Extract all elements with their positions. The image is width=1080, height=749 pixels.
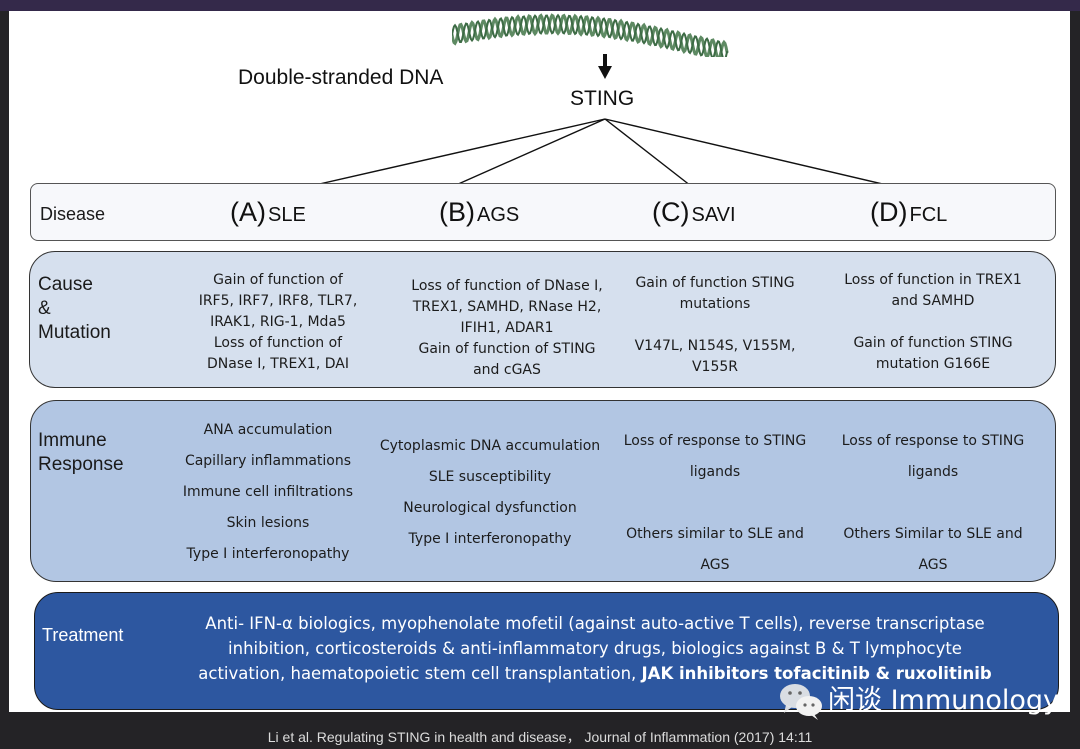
cell-line: TREX1, SAMHD, RNase H2, [412, 299, 602, 315]
cell-line: Neurological dysfunction [403, 500, 577, 516]
disease-fcl: (D)FCL [870, 197, 947, 228]
cell-line: Gain of function STING [853, 335, 1013, 351]
disease-ags: (B)AGS [439, 197, 519, 228]
treatment-text: Anti- IFN-α biologics, myophenolate mofe… [170, 611, 1020, 686]
cell-line: Type I interferonopathy [408, 531, 572, 547]
label-line: & [38, 298, 51, 319]
cell-line: Loss of response to STING [623, 433, 807, 449]
disease-row-label: Disease [40, 204, 106, 224]
cell-line: IFIH1, ADAR1 [460, 320, 554, 336]
treatment-line: activation, haematopoietic stem cell tra… [170, 661, 1020, 686]
cell-line [605, 315, 825, 336]
cell-line: Cytoplasmic DNA accumulation [379, 438, 601, 454]
dna-strand [452, 13, 728, 57]
disease-name: AGS [477, 204, 520, 226]
cell-line: Others similar to SLE and [626, 526, 804, 542]
sting-label: STING [570, 87, 635, 110]
disease-letter: (C) [652, 197, 690, 227]
cell-line: Type I interferonopathy [186, 546, 350, 562]
treatment-line: inhibition, corticosteroids & anti-infla… [228, 639, 962, 658]
label-line: Mutation [38, 322, 111, 343]
treatment-row [34, 592, 1059, 710]
cell-line: ligands [689, 464, 741, 480]
disease-savi: (C)SAVI [652, 197, 736, 228]
cell-line: V155R [691, 359, 739, 375]
cell-line: and cGAS [473, 362, 541, 378]
immune-cell-savi: Loss of response to STING ligands Others… [605, 426, 825, 581]
immune-cell-ags: Cytoplasmic DNA accumulation SLE suscept… [370, 431, 610, 555]
disease-name: SAVI [691, 204, 736, 226]
cell-line: Loss of function in TREX1 [844, 272, 1022, 288]
disease-letter: (D) [870, 197, 908, 227]
cell-line: Others Similar to SLE and [843, 526, 1023, 542]
cell-line: Gain of function of STING [418, 341, 596, 357]
immune-response-row [30, 400, 1056, 582]
citation-caption: Li et al. Regulating STING in health and… [267, 729, 813, 745]
cause-cell-fcl: Loss of function in TREX1 and SAMHD Gain… [813, 270, 1053, 375]
wechat-icon [780, 684, 822, 720]
cell-line: AGS [918, 557, 948, 573]
cell-line: Gain of function STING [635, 275, 795, 291]
cause-cell-ags: Loss of function of DNase I, TREX1, SAMH… [382, 276, 632, 381]
label-line: Response [38, 454, 124, 475]
treatment-row-label: Treatment [42, 625, 124, 645]
cell-line: ligands [907, 464, 959, 480]
cell-line: Loss of function of [213, 335, 343, 351]
top-strip [0, 0, 1080, 11]
label-line: Immune [38, 430, 107, 451]
cell-line: ANA accumulation [203, 422, 333, 438]
treatment-line-bold: JAK inhibitors tofacitinib & ruxolitinib [641, 664, 992, 683]
disease-sle: (A)SLE [230, 197, 306, 228]
cell-line: Loss of response to STING [841, 433, 1025, 449]
cell-line [605, 488, 825, 519]
cell-line: Gain of function of [213, 272, 343, 288]
immune-cell-fcl: Loss of response to STING ligands Others… [823, 426, 1043, 581]
disease-name: SLE [268, 204, 306, 226]
cause-mutation-row [29, 251, 1056, 388]
cell-line: V147L, N154S, V155M, [634, 338, 796, 354]
cell-line: and SAMHD [891, 293, 975, 309]
cell-line: Capillary inflammations [184, 453, 352, 469]
cause-row-label: Cause & Mutation [38, 273, 111, 345]
cell-line: SLE susceptibility [428, 469, 552, 485]
immune-row-label: Immune Response [38, 429, 124, 477]
disease-letter: (A) [230, 197, 266, 227]
cell-line: DNase I, TREX1, DAI [207, 356, 349, 372]
cell-line [823, 488, 1043, 519]
cell-line [813, 312, 1053, 333]
cell-line: mutation G166E [875, 356, 991, 372]
arrow-down-icon [598, 54, 612, 79]
dna-helix-icon [452, 13, 729, 57]
watermark-text: 闲谈 Immunology [828, 685, 1060, 716]
cell-line: mutations [679, 296, 751, 312]
immune-cell-sle: ANA accumulation Capillary inflammations… [158, 415, 378, 570]
treatment-line: Anti- IFN-α biologics, myophenolate mofe… [205, 614, 985, 633]
dna-label: Double-stranded DNA [238, 66, 444, 89]
disease-name: FCL [909, 204, 948, 226]
disease-letter: (B) [439, 197, 475, 227]
cell-line: Skin lesions [226, 515, 310, 531]
cell-line: AGS [700, 557, 730, 573]
treatment-line-plain: activation, haematopoietic stem cell tra… [198, 664, 642, 683]
cell-line: IRF5, IRF7, IRF8, TLR7, [198, 293, 358, 309]
disease-row [30, 183, 1056, 241]
cell-line: Immune cell infiltrations [182, 484, 354, 500]
cell-line: IRAK1, RIG-1, Mda5 [210, 314, 346, 330]
cause-cell-savi: Gain of function STING mutations V147L, … [605, 273, 825, 378]
cause-cell-sle: Gain of function of IRF5, IRF7, IRF8, TL… [168, 270, 388, 375]
label-line: Cause [38, 274, 93, 295]
cell-line: Loss of function of DNase I, [411, 278, 603, 294]
